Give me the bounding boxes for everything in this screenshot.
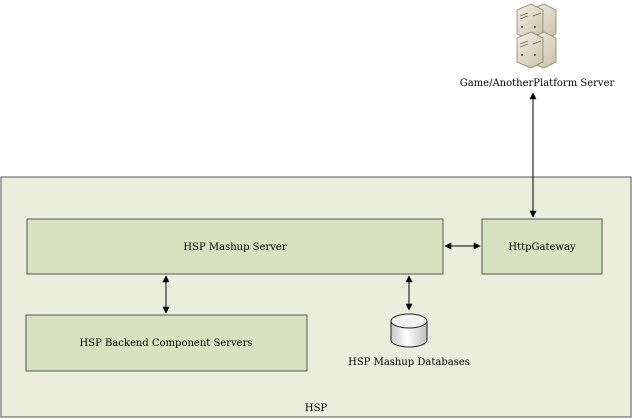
hsp-container-label: HSP xyxy=(305,403,328,414)
mashup-server-box xyxy=(26,218,444,275)
server-stack-icon xyxy=(516,3,557,69)
database-cylinder-icon xyxy=(390,313,428,348)
backend-servers-box xyxy=(25,314,308,372)
http-gateway-label: HttpGateway xyxy=(508,242,576,253)
external-server-label: Game/AnotherPlatform Server xyxy=(460,78,615,89)
http-gateway-box xyxy=(481,218,603,275)
mashup-server-label: HSP Mashup Server xyxy=(183,242,286,253)
database-label: HSP Mashup Databases xyxy=(348,357,470,368)
backend-servers-label: HSP Backend Component Servers xyxy=(80,338,253,349)
hsp-container xyxy=(0,176,632,418)
